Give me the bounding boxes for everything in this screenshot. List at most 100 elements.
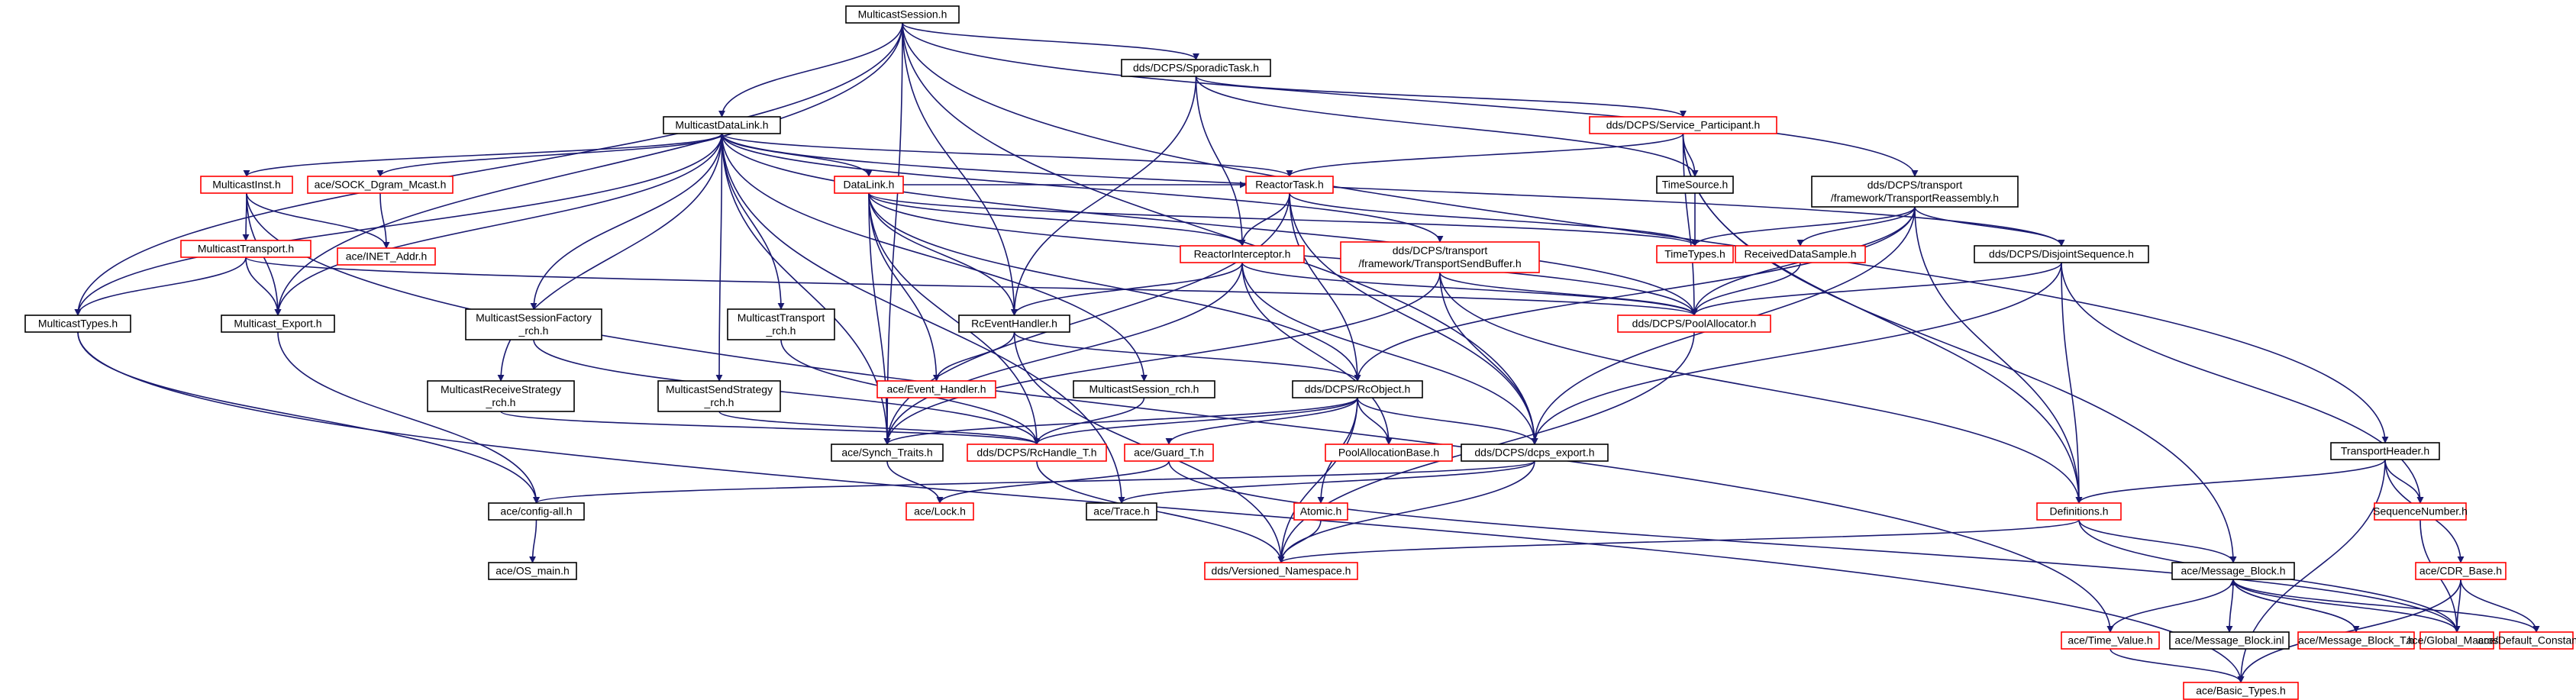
node-box [1086,502,1157,521]
edge-root-to-mdl [718,22,903,118]
edge-msgblock-to-defconst [2232,579,2540,633]
node-timesource[interactable]: TimeSource.h [1656,176,1734,194]
node-sporadic[interactable]: dds/DCPS/SporadicTask.h [1121,59,1271,77]
node-ddsexport[interactable]: dds/DCPS/dcps_export.h [1461,444,1609,462]
node-label: dds/DCPS/PoolAllocator.h [1632,318,1757,330]
node-box [727,308,835,340]
node-osmain[interactable]: ace/OS_main.h [488,562,577,580]
node-msgblock[interactable]: ace/Message_Block.h [2171,562,2295,580]
node-rchandle[interactable]: dds/DCPS/RcHandle_T.h [967,444,1107,462]
node-defconst[interactable]: ace/Default_Constants.h [2478,631,2576,650]
node-box [2415,562,2507,580]
edge-reactorint-to-rcevh [1011,262,1243,316]
node-versioned[interactable]: dds/Versioned_Namespace.h [1204,562,1358,580]
node-label: Definitions.h [2049,505,2108,518]
edge-sporadic-to-reactorint [1195,76,1246,247]
edge-datalink-to-aceevh [868,192,940,382]
edge-tsendbuf-to-definitions [1439,272,2083,504]
edge-msgblock-to-timevalue [2106,579,2234,633]
node-timetypes[interactable]: TimeTypes.h [1656,245,1734,263]
node-label: Multicast_Export.h [234,318,321,330]
edge-mexport-to-configall [277,331,540,504]
node-msgblockt[interactable]: ace/Message_Block_T.h [2297,631,2415,650]
edge-rcevh-to-aceevh [933,331,1015,382]
node-msfactory[interactable]: MulticastSessionFactory_rch.h [465,308,602,340]
node-label: ace/Lock.h [914,505,966,518]
node-reactortask[interactable]: ReactorTask.h [1245,176,1334,194]
node-label: Atomic.h [1300,505,1341,518]
node-label: dds/DCPS/Service_Participant.h [1606,119,1761,131]
node-transhdr[interactable]: TransportHeader.h [2330,442,2440,460]
node-label: ace/INET_Addr.h [346,250,428,263]
node-mtransport[interactable]: MulticastTransport.h [180,240,312,258]
node-poolallocbase[interactable]: PoolAllocationBase.h [1325,444,1453,462]
edge-ddsexport-to-acetrace [1118,460,1535,504]
node-mdl[interactable]: MulticastDataLink.h [663,116,781,134]
edge-rcobject-to-rchandle [1033,397,1358,445]
edge-msgblock-to-msgblockinl [2226,579,2234,633]
edge-synch-to-acelock [886,460,944,504]
node-basictypes[interactable]: ace/Basic_Types.h [2183,682,2299,700]
node-msgblockinl[interactable]: ace/Message_Block.inl [2169,631,2290,650]
edge-cdrbase-to-basictypes [2237,579,2461,683]
node-box [1974,245,2149,263]
node-label: dds/DCPS/RcObject.h [1305,383,1411,395]
node-label: ace/Trace.h [1093,505,1149,518]
node-label: /framework/TransportSendBuffer.h [1358,257,1521,269]
node-sockdgram[interactable]: ace/SOCK_Dgram_Mcast.h [307,176,454,194]
node-definitions[interactable]: Definitions.h [2036,502,2122,521]
node-mexport[interactable]: Multicast_Export.h [221,315,335,333]
node-cdrbase[interactable]: ace/CDR_Base.h [2415,562,2507,580]
edge-datalink-to-rcobject [868,192,1361,382]
node-reactorint[interactable]: ReactorInterceptor.h [1180,245,1305,263]
edge-mdl-to-mexport [274,133,723,316]
node-svcpart[interactable]: dds/DCPS/Service_Participant.h [1589,116,1777,134]
edge-root-to-reassembly [902,22,1919,177]
node-acelock[interactable]: ace/Lock.h [905,502,974,521]
node-aceevh[interactable]: ace/Event_Handler.h [876,380,996,398]
node-mtypes[interactable]: MulticastTypes.h [24,315,131,333]
node-atomic[interactable]: Atomic.h [1293,502,1348,521]
node-poolalloc[interactable]: dds/DCPS/PoolAllocator.h [1617,315,1771,333]
node-guard[interactable]: ace/Guard_T.h [1124,444,1214,462]
node-disjoint[interactable]: dds/DCPS/DisjointSequence.h [1974,245,2149,263]
node-mtrch[interactable]: MulticastTransport_rch.h [727,308,835,340]
edge-reassembly-to-definitions [1914,206,2083,504]
edge-tsendbuf-to-poolalloc [1439,272,1698,316]
node-synch[interactable]: ace/Synch_Traits.h [831,444,944,462]
node-tsendbuf[interactable]: dds/DCPS/transport/framework/TransportSe… [1340,241,1540,273]
node-datalink[interactable]: DataLink.h [834,176,904,194]
node-acetrace[interactable]: ace/Trace.h [1086,502,1157,521]
node-globalmacros[interactable]: ace/Global_Macros.h [2407,631,2507,650]
node-box [1325,444,1453,462]
edge-mdl-to-disjoint [721,133,2065,247]
edge-disjoint-to-definitions [2061,262,2083,504]
node-timevalue[interactable]: ace/Time_Value.h [2061,631,2160,650]
node-label: MulticastSession_rch.h [1089,383,1199,395]
node-box [845,5,960,24]
node-box [2297,631,2415,650]
node-label: MulticastReceiveStrategy [441,383,561,395]
edge-minst-to-inetaddr [246,192,390,249]
edge-datalink-to-synch [868,192,891,445]
node-box [2330,442,2440,460]
node-reassembly[interactable]: dds/DCPS/transport/framework/TransportRe… [1811,176,2019,208]
node-msrch[interactable]: MulticastSession_rch.h [1073,380,1215,398]
node-rcevh[interactable]: RcEventHandler.h [958,315,1070,333]
edge-reactorint-to-synch [883,262,1243,445]
node-mrstrat[interactable]: MulticastReceiveStrategy_rch.h [427,380,575,412]
node-label: ace/Message_Block.inl [2174,634,2284,647]
edge-mtypes-to-basictypes [77,331,2245,683]
node-inetaddr[interactable]: ace/INET_Addr.h [337,247,436,266]
node-configall[interactable]: ace/config-all.h [488,502,585,521]
edge-root-to-transhdr [902,22,2389,444]
node-box [1073,380,1215,398]
node-seqnum[interactable]: SequenceNumber.h [2373,502,2468,521]
edge-reassembly-to-rcobject [1354,206,1916,382]
node-msstrat[interactable]: MulticastSendStrategy_rch.h [657,380,781,412]
edge-cdrbase-to-defconst [2460,579,2540,633]
node-minst[interactable]: MulticastInst.h [200,176,293,194]
edge-disjoint-to-poolalloc [1690,262,2062,316]
node-rcvsample[interactable]: ReceivedDataSample.h [1735,245,1866,263]
node-rcobject[interactable]: dds/DCPS/RcObject.h [1292,380,1423,398]
